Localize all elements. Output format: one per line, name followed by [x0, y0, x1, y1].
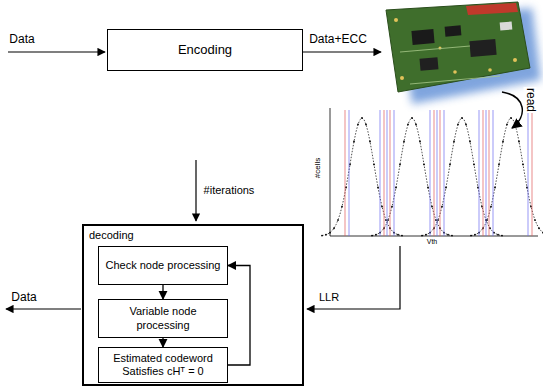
axis-label: #cells — [314, 157, 323, 179]
arrow-label: Data+ECC — [308, 33, 368, 46]
vth-distribution-chart — [321, 108, 543, 236]
box-label: decoding — [89, 229, 134, 242]
arrow-label: LLR — [318, 291, 340, 303]
llr-arrow — [307, 246, 400, 309]
read-arrow — [502, 92, 522, 128]
arrow-label: #iterations — [203, 184, 256, 196]
box-label: Check node processing — [103, 259, 224, 272]
input-arrow — [8, 51, 105, 52]
process-box: Check node processing — [98, 246, 228, 285]
arrow-label: read — [523, 87, 536, 113]
write-arrow — [303, 51, 381, 52]
flow-arrow — [228, 266, 250, 366]
output-arrow — [6, 308, 81, 309]
flow-arrow — [162, 285, 163, 299]
flow-arrow — [162, 338, 163, 347]
box-label: Variable node processing — [99, 305, 227, 331]
box-label: Encoding — [175, 42, 235, 58]
process-box: Variable node processing — [98, 299, 228, 338]
decoder-group: decodingCheck node processingVariable no… — [82, 224, 304, 386]
io-label: Data — [10, 291, 37, 304]
circuit-board — [386, 2, 541, 104]
io-label: Data — [8, 33, 35, 46]
axis-label: Vth — [426, 238, 439, 246]
box-label: Estimated codeword Satisfies cHᵀ = 0 — [99, 352, 227, 378]
process-box: Encoding — [107, 29, 303, 71]
iterations-arrow — [195, 160, 196, 221]
process-box: Estimated codeword Satisfies cHᵀ = 0 — [98, 347, 228, 383]
